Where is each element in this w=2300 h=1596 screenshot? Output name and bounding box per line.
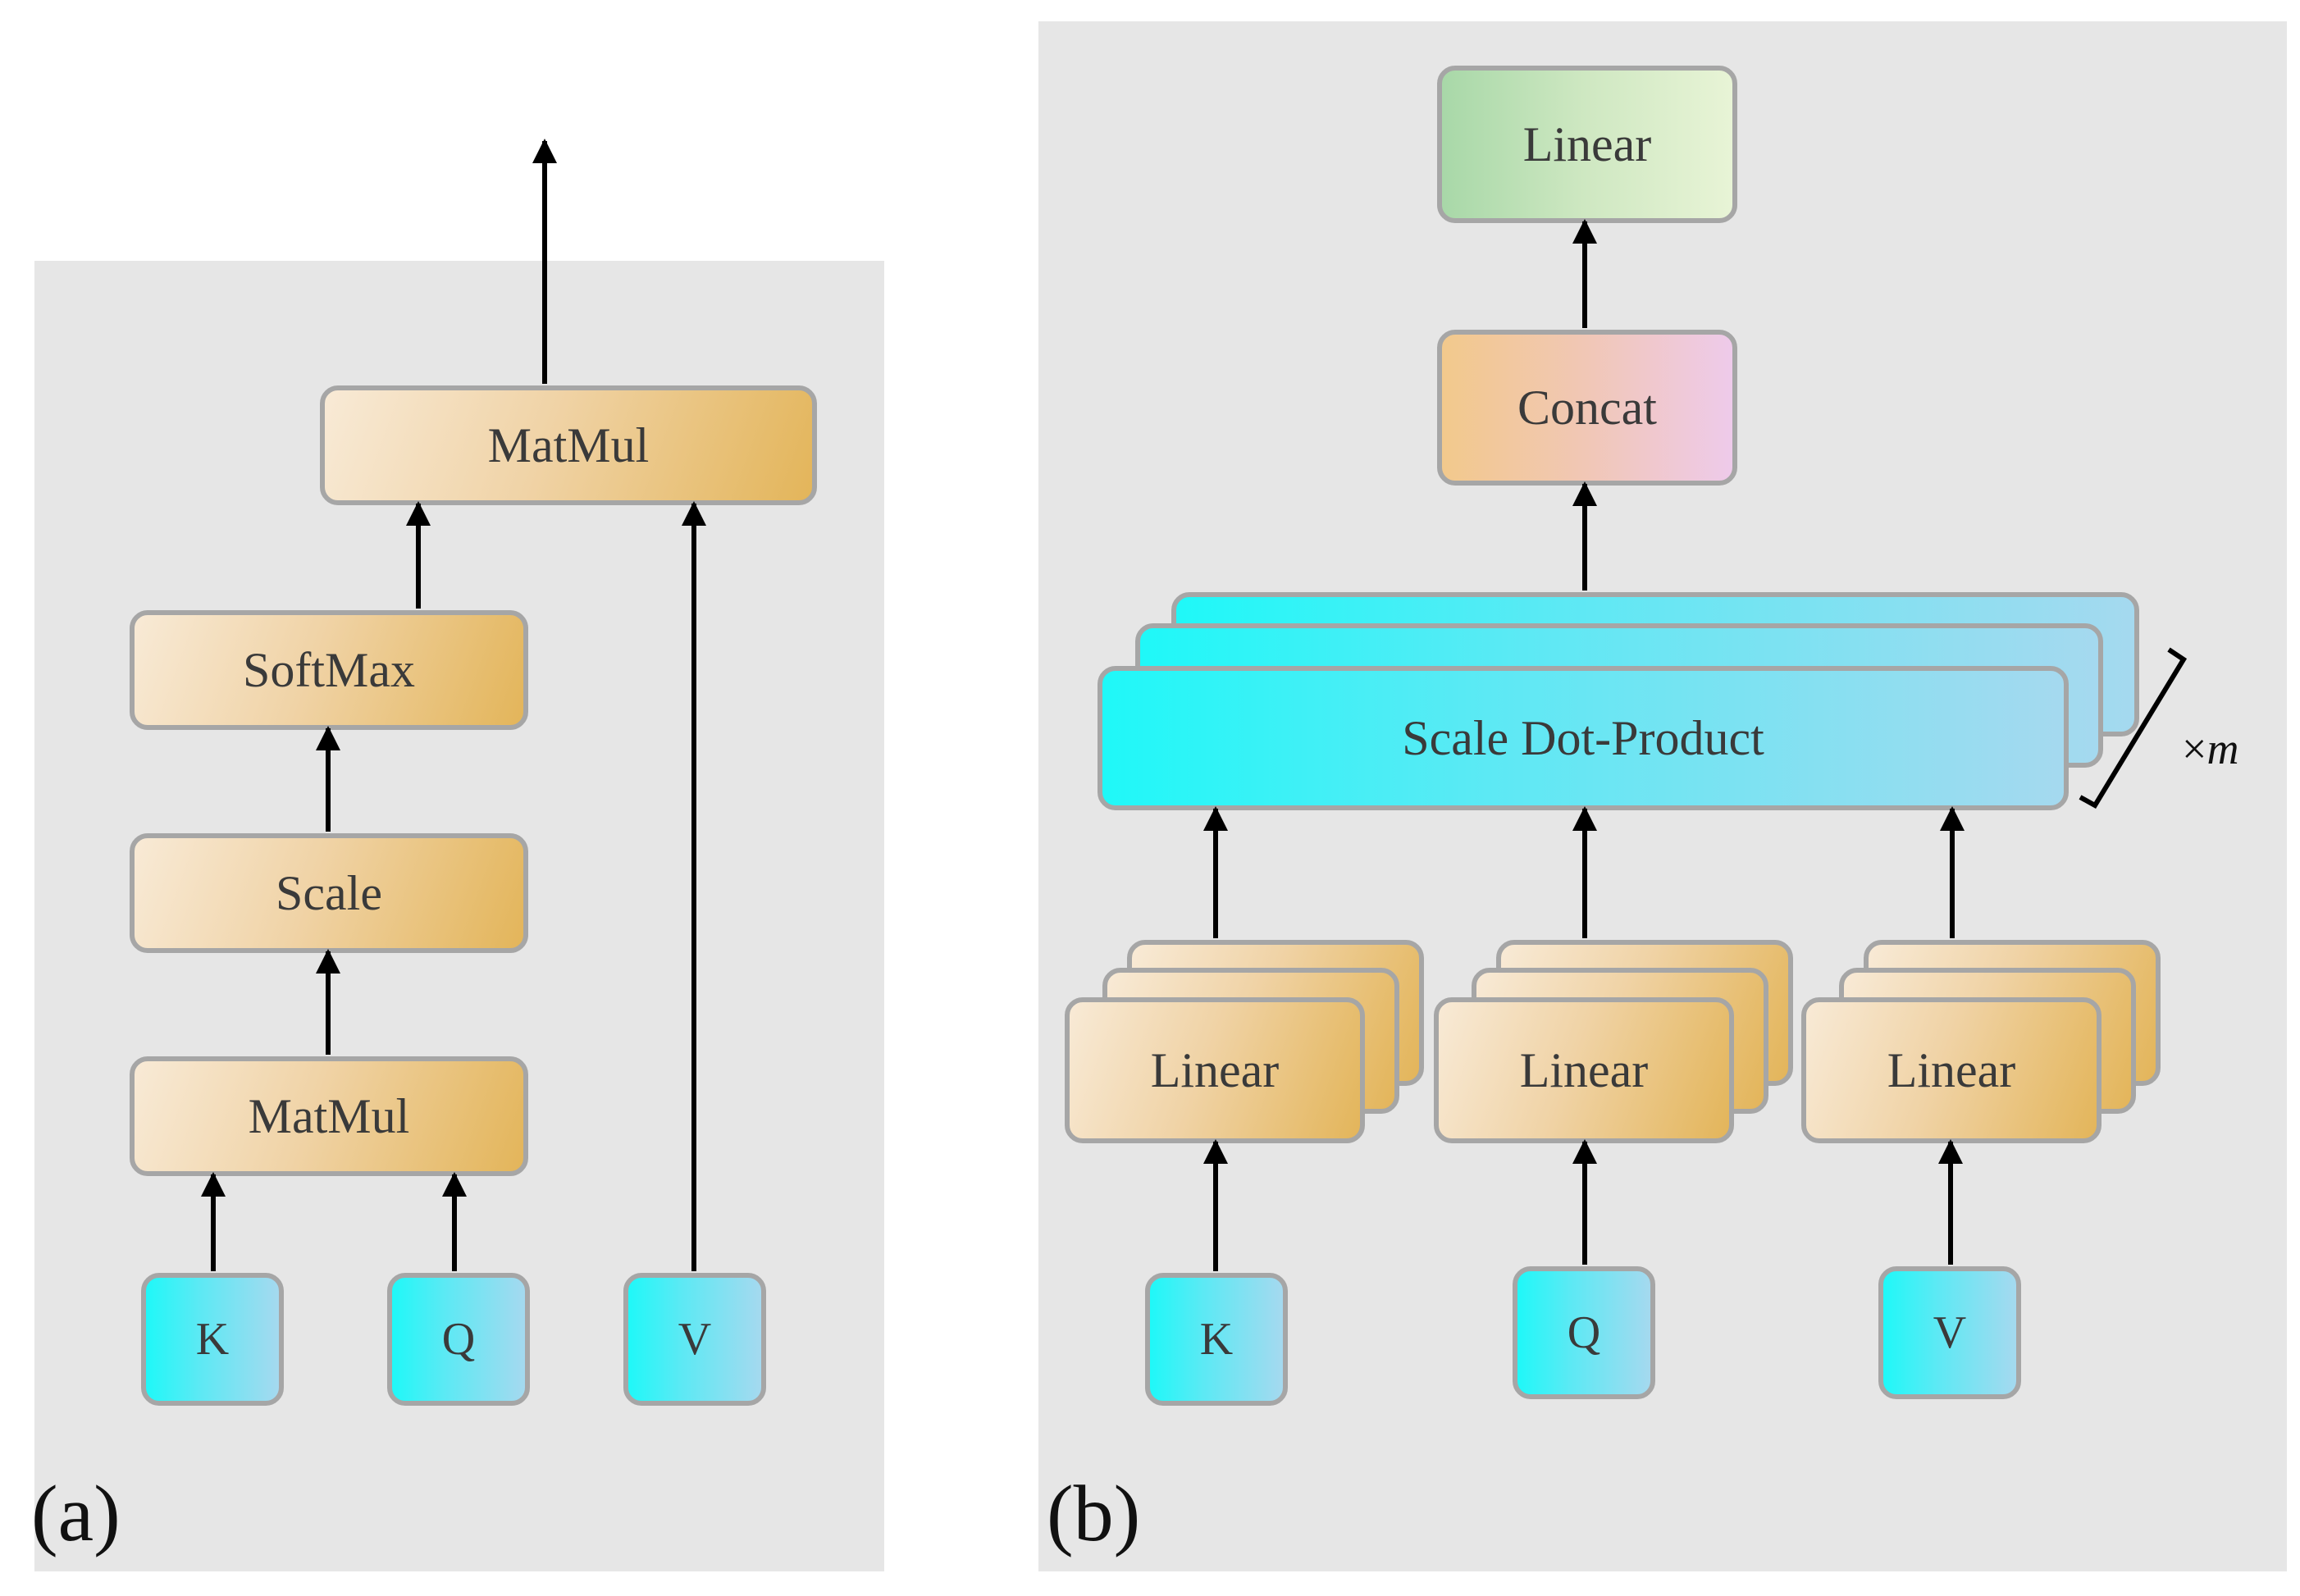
input-v-box-b: V: [1878, 1266, 2021, 1399]
scale-label: Scale: [276, 865, 382, 920]
softmax-box: SoftMax: [130, 610, 528, 730]
input-q-label-b: Q: [1567, 1307, 1601, 1358]
matmul-top-box: MatMul: [320, 385, 817, 505]
linear-output-label: Linear: [1522, 116, 1652, 171]
linear-k-label: Linear: [1150, 1042, 1280, 1097]
input-v-label-a: V: [678, 1314, 712, 1365]
input-k-label-a: K: [195, 1314, 230, 1365]
input-v-box-a: V: [623, 1273, 766, 1406]
input-k-box-b: K: [1145, 1273, 1288, 1406]
panel-a-label: (a): [31, 1470, 121, 1558]
linear-q-label: Linear: [1519, 1042, 1649, 1097]
concat-label: Concat: [1517, 380, 1657, 435]
matmul-bottom-label: MatMul: [248, 1088, 410, 1143]
matmul-top-label: MatMul: [487, 417, 650, 472]
concat-box: Concat: [1437, 330, 1737, 486]
repeat-variable: m: [2206, 724, 2239, 773]
input-k-label-b: K: [1199, 1314, 1234, 1365]
input-v-label-b: V: [1933, 1307, 1967, 1358]
repeat-multiplier: ×m: [2182, 723, 2238, 774]
linear-q-box: Linear: [1434, 997, 1734, 1143]
input-q-label-a: Q: [441, 1314, 476, 1365]
softmax-label: SoftMax: [243, 642, 415, 697]
linear-v-box: Linear: [1801, 997, 2101, 1143]
repeat-bracket: [2079, 647, 2188, 809]
scale-dot-product-label: Scale Dot-Product: [1402, 710, 1764, 765]
repeat-times-sign: ×: [2182, 724, 2207, 773]
matmul-bottom-box: MatMul: [130, 1056, 528, 1176]
panel-b-label: (b): [1047, 1470, 1141, 1558]
input-q-box-a: Q: [387, 1273, 530, 1406]
input-k-box-a: K: [141, 1273, 284, 1406]
linear-v-label: Linear: [1887, 1042, 2016, 1097]
input-q-box-b: Q: [1513, 1266, 1655, 1399]
